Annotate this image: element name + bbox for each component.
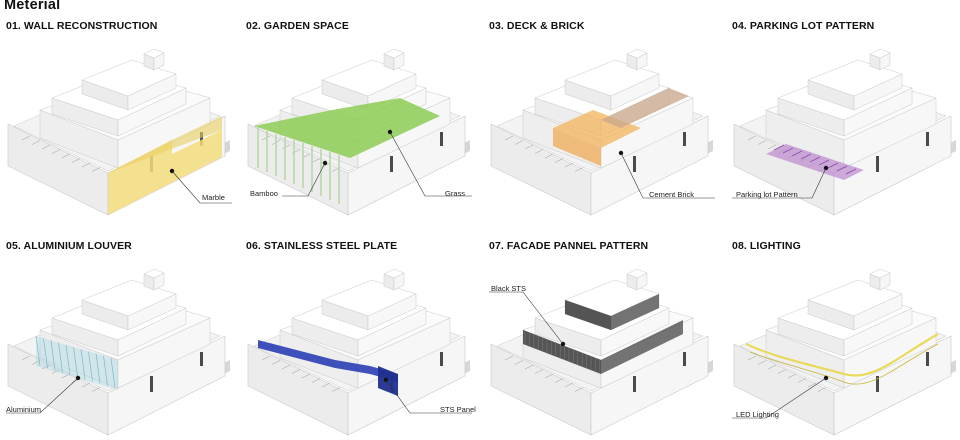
marble-wall bbox=[108, 130, 222, 215]
panel-title: 06. STAINLESS STEEL PLATE bbox=[246, 240, 398, 252]
parking-stripe bbox=[809, 156, 821, 163]
material-panel-5: 05. ALUMINIUM LOUVER Aluminium bbox=[0, 240, 240, 440]
black-sts-upper bbox=[565, 300, 611, 330]
material-panel-8: 08. LIGHTING LED Lighting bbox=[726, 240, 960, 440]
panel-title: 02. GARDEN SPACE bbox=[246, 20, 349, 32]
grass-area bbox=[254, 98, 440, 158]
led-strip-lower bbox=[749, 343, 939, 385]
panel-diagram-1 bbox=[7, 48, 232, 216]
wood-deck bbox=[601, 88, 689, 128]
material-label: Grass bbox=[445, 189, 466, 198]
material-label: Cement Brick bbox=[649, 190, 695, 199]
led-strip bbox=[745, 333, 939, 377]
leader-line bbox=[489, 291, 564, 345]
parking-stripe bbox=[818, 159, 830, 166]
material-panel-2: 02. GARDEN SPACE Bamboo Grass bbox=[240, 20, 480, 220]
parking-pattern bbox=[766, 144, 864, 180]
parking-stripe bbox=[800, 153, 812, 160]
panel-diagram-3 bbox=[490, 48, 715, 216]
cement-brick-area bbox=[553, 110, 641, 148]
panel-diagram-2 bbox=[247, 48, 472, 216]
aluminium-louver bbox=[36, 336, 118, 390]
panel-diagram-7 bbox=[489, 268, 713, 436]
sts-panel-strip bbox=[258, 340, 398, 382]
material-panel-4: 04. PARKING LOT PATTERN Parking lot Patte… bbox=[726, 20, 960, 220]
panel-title: 04. PARKING LOT PATTERN bbox=[732, 20, 875, 32]
leader-line bbox=[171, 170, 232, 204]
panel-title: 03. DECK & BRICK bbox=[489, 20, 585, 32]
parking-stripe bbox=[845, 168, 857, 175]
louver-fins bbox=[35, 335, 116, 389]
material-panel-1: 01. WALL RECONSTRUCTION Marble bbox=[0, 20, 240, 220]
material-panel-6: 06. STAINLESS STEEL PLATE STS Panel bbox=[240, 240, 480, 440]
parking-stripe bbox=[782, 147, 794, 154]
material-label: Marble bbox=[202, 193, 225, 202]
cement-brick-face bbox=[553, 128, 601, 166]
material-label: Aluminium bbox=[6, 405, 42, 414]
material-label: LED Lighting bbox=[736, 410, 779, 419]
material-panel-3: 03. DECK & BRICK Cement Brick bbox=[483, 20, 723, 220]
marble-wall-top bbox=[108, 116, 222, 173]
material-panel-7: 07. FACADE PANNEL PATTERN Black STS bbox=[483, 240, 723, 440]
building bbox=[7, 268, 230, 436]
material-label: Black STS bbox=[491, 284, 527, 293]
page-title: Meterial bbox=[4, 0, 61, 13]
sts-panel-block bbox=[378, 366, 398, 396]
leader-line bbox=[389, 131, 472, 197]
sts-panel-ribs bbox=[524, 331, 601, 374]
panel-title: 01. WALL RECONSTRUCTION bbox=[6, 20, 158, 32]
leader-line bbox=[282, 162, 326, 197]
panel-title: 08. LIGHTING bbox=[732, 240, 801, 252]
panel-title: 07. FACADE PANNEL PATTERN bbox=[489, 240, 649, 252]
panel-diagram-4 bbox=[732, 48, 956, 216]
leader-line bbox=[620, 152, 715, 199]
material-label: Parking lot Pattern bbox=[736, 190, 798, 199]
building bbox=[733, 48, 956, 216]
parking-stripe bbox=[836, 165, 848, 172]
panel-diagram-5 bbox=[6, 268, 230, 436]
black-sts-upper-right bbox=[611, 294, 659, 330]
material-label: Bamboo bbox=[250, 189, 278, 198]
parking-stripe bbox=[791, 150, 803, 157]
leader-line bbox=[732, 167, 827, 199]
panel-title: 05. ALUMINIUM LOUVER bbox=[6, 240, 132, 252]
black-sts-lower-right bbox=[601, 320, 683, 374]
material-label: STS Panel bbox=[440, 405, 476, 414]
parking-stripe bbox=[827, 162, 839, 169]
parking-stripe bbox=[773, 144, 785, 151]
